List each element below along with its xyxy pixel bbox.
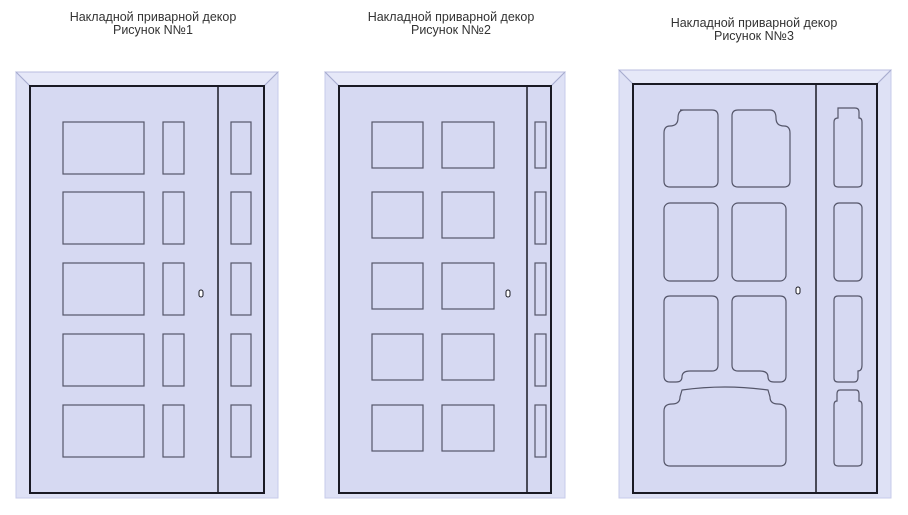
door-2-panel-right-5 [441,404,495,452]
door-1-caption: Накладной приварной декор Рисунок N№1 [23,11,283,37]
door-2-handle-icon [505,289,511,298]
door-1-panel-large-2 [62,191,145,245]
door-2-subtitle: Рисунок N№2 [410,23,491,37]
door-1-panel-large-1 [62,121,145,175]
door-2-drawing [323,71,567,499]
door-1-frame-corner-right [263,71,279,87]
door-3-panel-mid-left-1 [663,202,719,282]
door-3-side-panel-1 [833,107,863,188]
door-2-frame-corner-left [324,71,340,87]
door-3-panel-bottom-arch [663,386,787,467]
door-2-side-panel-1 [534,121,547,169]
door-3-panel-mid-left-2 [663,295,719,383]
door-3-side-panel-4 [833,389,863,467]
door-1-panel-narrow-1 [162,121,185,175]
door-2-side-panel-4 [534,333,547,387]
door-1-panel-narrow-2 [162,191,185,245]
door-3-panel-top-left [663,109,719,188]
door-2-leaf [338,85,552,494]
door-2-frame-corner-right [550,71,566,87]
door-1-side-panel-3 [230,262,252,316]
door-3-panel-top-right [731,109,791,188]
door-3-frame-top-bevel [617,69,893,85]
door-1-panel-large-3 [62,262,145,316]
door-3-drawing [617,69,893,499]
door-2-panel-left-1 [371,121,424,169]
door-2-panel-left-5 [371,404,424,452]
door-1-frame-corner-left [15,71,31,87]
door-3-frame-corner-right [876,69,892,85]
door-1-leaf [29,85,265,494]
door-2-side-panel-3 [534,262,547,316]
door-1-title: Накладной приварной декор [69,10,237,24]
door-3-side-panel-2 [833,202,863,282]
door-2-panel-left-3 [371,262,424,310]
door-3-subtitle: Рисунок N№3 [713,29,794,43]
door-2-frame-top-bevel [323,71,567,87]
door-3-leaf [632,83,878,494]
door-3-handle-icon [795,286,801,295]
door-1-panel-narrow-5 [162,404,185,458]
door-2-side-panel-5 [534,404,547,458]
door-1-side-panel-5 [230,404,252,458]
door-1-panel-large-4 [62,333,145,387]
door-2-title: Накладной приварной декор [367,10,535,24]
door-3-panel-mid-right-2 [731,295,787,383]
door-3-caption: Накладной приварной декор Рисунок N№3 [624,17,884,43]
door-2-side-panel-2 [534,191,547,245]
door-3-side-panel-3 [833,295,863,383]
door-2-caption: Накладной приварной декор Рисунок N№2 [321,11,581,37]
door-1-drawing [14,71,280,499]
door-2-panel-left-4 [371,333,424,381]
door-3-frame-corner-left [618,69,634,85]
door-2-panel-left-2 [371,191,424,239]
door-1-side-panel-2 [230,191,252,245]
door-1-panel-large-5 [62,404,145,458]
door-2-panel-right-4 [441,333,495,381]
door-2-panel-right-3 [441,262,495,310]
door-2-panel-right-2 [441,191,495,239]
door-1-subtitle: Рисунок N№1 [112,23,193,37]
door-1-side-panel-1 [230,121,252,175]
door-1-panel-narrow-4 [162,333,185,387]
door-3-panel-mid-right-1 [731,202,787,282]
door-1-side-panel-4 [230,333,252,387]
door-1-frame-top-bevel [14,71,280,87]
door-1-handle-icon [198,289,204,298]
door-2-panel-right-1 [441,121,495,169]
door-3-title: Накладной приварной декор [670,16,838,30]
door-1-panel-narrow-3 [162,262,185,316]
